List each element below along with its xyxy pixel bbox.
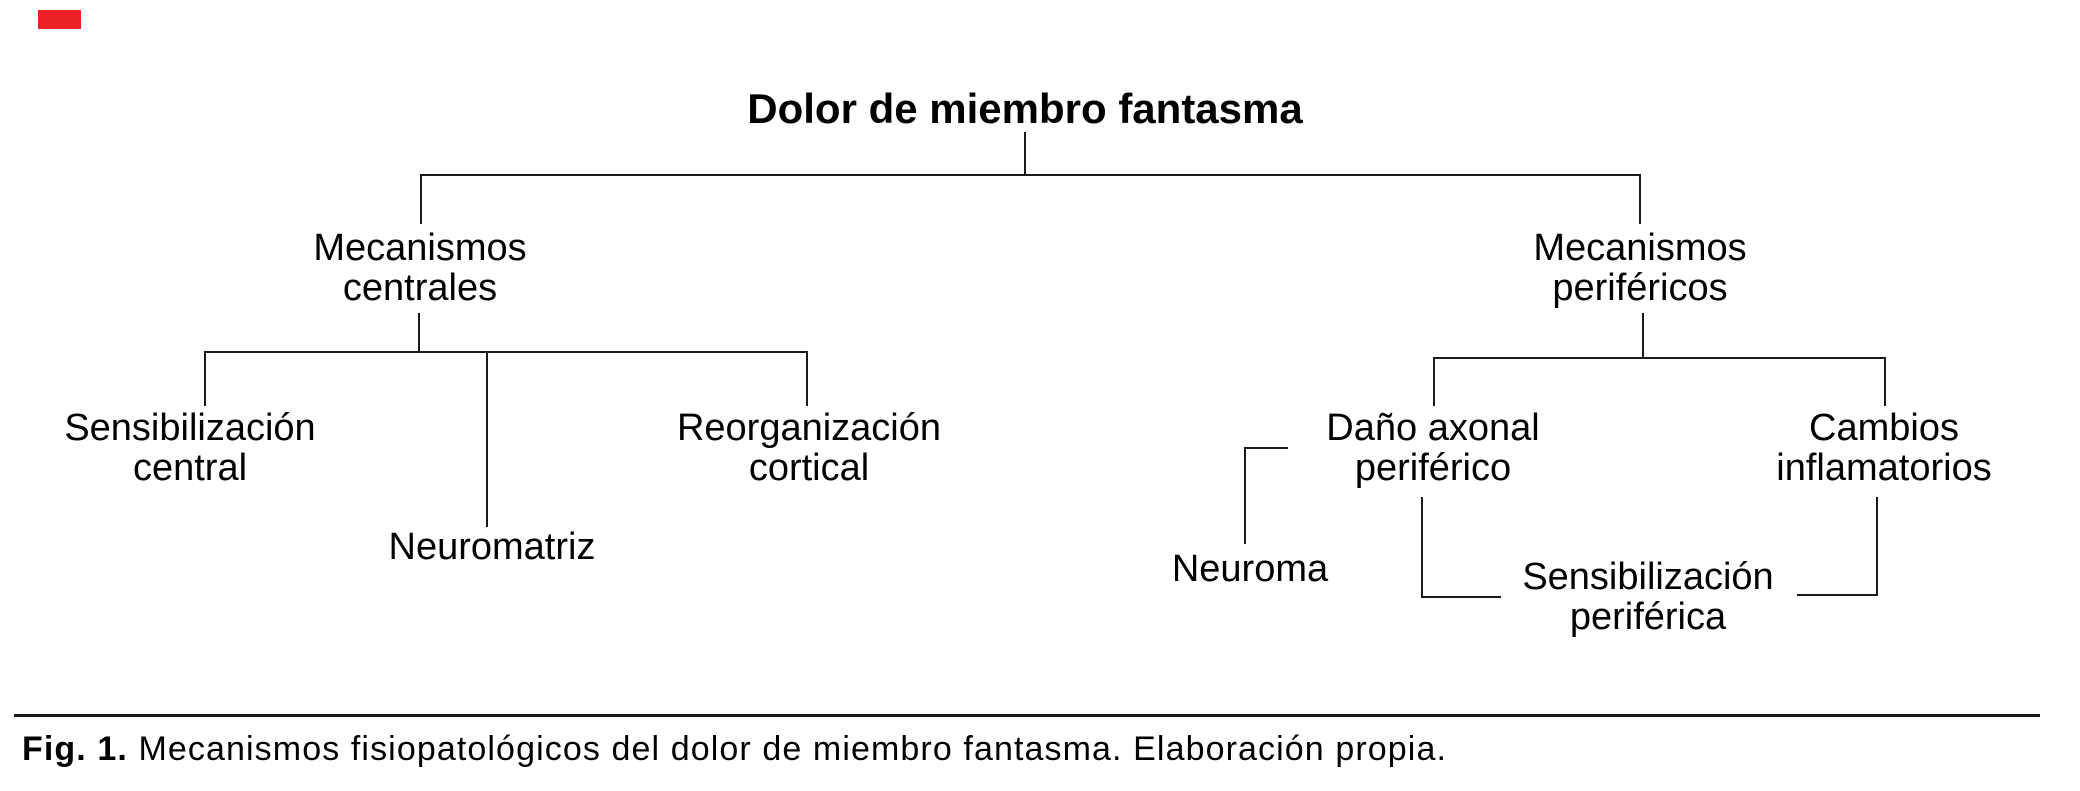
node-label-line: periférico bbox=[1354, 447, 1512, 489]
connector-neuroma-vertical bbox=[1244, 447, 1246, 544]
node-label-line: Reorganización bbox=[676, 407, 942, 449]
node-neuromatriz: Neuromatriz bbox=[388, 526, 596, 568]
node-sensibilizacion-central: Sensibilización central bbox=[64, 408, 315, 488]
node-label-line: inflamatorios bbox=[1776, 447, 1992, 489]
connector-drop-sensibilizacion-central bbox=[204, 351, 206, 406]
node-dano-axonal-periferico: Daño axonal periférico bbox=[1326, 408, 1539, 488]
connector-title-stem bbox=[1024, 132, 1026, 176]
connector-drop-reorganizacion bbox=[806, 351, 808, 406]
node-label-line: periférica bbox=[1569, 596, 1727, 638]
connector-top-bar bbox=[420, 174, 1641, 176]
node-label-line: Sensibilización bbox=[64, 407, 316, 449]
node-cambios-inflamatorios: Cambios inflamatorios bbox=[1776, 408, 1991, 488]
node-label-line: centrales bbox=[342, 267, 498, 309]
caption-rule bbox=[14, 714, 2040, 717]
connector-neuroma-horizontal bbox=[1244, 447, 1288, 449]
connector-dano-to-sens-horizontal bbox=[1421, 596, 1501, 598]
figure-caption-number: Fig. 1. bbox=[22, 730, 128, 768]
node-mecanismos-centrales: Mecanismos centrales bbox=[313, 228, 526, 308]
node-label-line: Daño axonal bbox=[1326, 407, 1540, 449]
node-reorganizacion-cortical: Reorganización cortical bbox=[677, 408, 941, 488]
connector-cambios-to-sens-vertical bbox=[1876, 497, 1878, 596]
node-label-line: periféricos bbox=[1552, 267, 1728, 309]
node-label-line: Sensibilización bbox=[1522, 556, 1774, 598]
connector-dano-to-sens-vertical bbox=[1421, 497, 1423, 598]
node-label-line: Mecanismos bbox=[313, 227, 527, 269]
connector-peripheral-stem bbox=[1642, 313, 1644, 359]
connector-peripheral-elbow bbox=[1639, 174, 1641, 224]
connector-cambios-to-sens-horizontal bbox=[1797, 594, 1878, 596]
node-neuroma: Neuroma bbox=[1171, 548, 1329, 590]
connector-peripheral-bar bbox=[1433, 357, 1886, 359]
node-label-line: cortical bbox=[748, 447, 870, 489]
connector-drop-cambios bbox=[1884, 357, 1886, 406]
connector-central-bar bbox=[204, 351, 808, 353]
node-mecanismos-perifericos: Mecanismos periféricos bbox=[1533, 228, 1746, 308]
node-label-line: Cambios bbox=[1809, 407, 1959, 449]
diagram-root-title: Dolor de miembro fantasma bbox=[747, 85, 1303, 132]
connector-central-stem bbox=[418, 313, 420, 353]
node-label-line: central bbox=[132, 447, 248, 489]
connector-central-elbow bbox=[420, 174, 422, 224]
figure-caption: Fig. 1. Mecanismos fisiopatológicos del … bbox=[22, 728, 1447, 770]
node-label-line: Mecanismos bbox=[1533, 227, 1747, 269]
connector-drop-neuromatriz bbox=[486, 351, 488, 527]
node-sensibilizacion-periferica: Sensibilización periférica bbox=[1522, 557, 1773, 637]
figure-caption-text: Mecanismos fisiopatológicos del dolor de… bbox=[127, 730, 1448, 768]
red-corner-mark bbox=[38, 10, 81, 29]
connector-drop-dano-axonal bbox=[1433, 357, 1435, 406]
